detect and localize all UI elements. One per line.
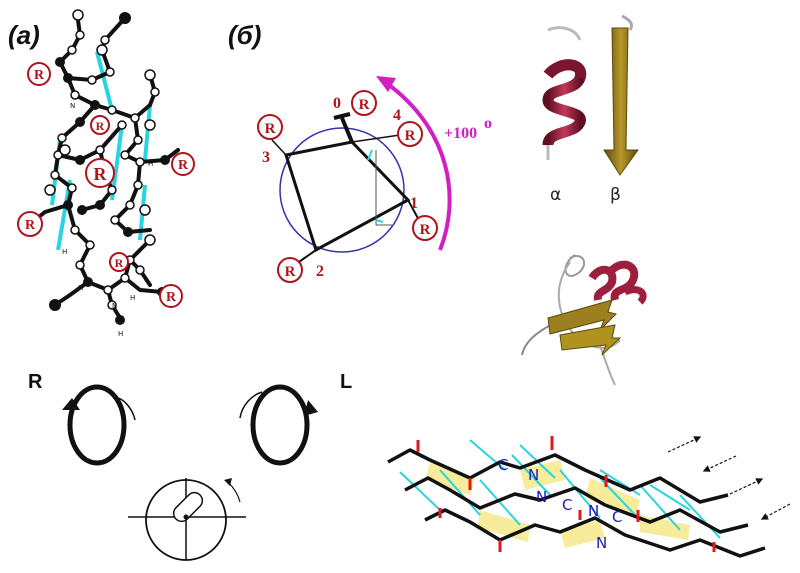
- svg-text:N: N: [70, 102, 75, 110]
- panel-a-helix-model: N H H N H H H R R R R: [17, 9, 195, 338]
- svg-text:R: R: [96, 119, 105, 133]
- wheel-number-1: 1: [410, 195, 418, 212]
- wheel-number-4: 4: [393, 107, 401, 124]
- svg-text:H: H: [130, 294, 135, 302]
- svg-text:R: R: [34, 68, 45, 83]
- svg-text:R: R: [405, 128, 416, 144]
- wheel-circle: [279, 127, 405, 253]
- residue-r-circle: R: [257, 114, 283, 140]
- left-handed-label: L: [340, 371, 352, 393]
- beta-sheet-diagram: C N N C N C N: [387, 436, 791, 558]
- residue-r-circle: R: [159, 284, 183, 308]
- residue-r-circle: R: [85, 158, 115, 188]
- rotation-degree: o: [484, 115, 492, 132]
- svg-text:H: H: [62, 248, 67, 256]
- residue-r-circle: R: [17, 211, 43, 237]
- right-hand-rotation-icon: [62, 384, 136, 466]
- svg-text:R: R: [285, 264, 296, 280]
- alpha-label: α: [550, 185, 561, 205]
- svg-text:H: H: [148, 160, 153, 168]
- rotation-angle-label: +100: [444, 125, 477, 142]
- residue-r-circle: R: [171, 152, 195, 176]
- residue-r-circle: R: [109, 252, 129, 272]
- left-hand-rotation-icon: [239, 384, 318, 466]
- rotation-arrow: [383, 80, 452, 251]
- panel-a-label: (a): [8, 20, 40, 50]
- wheel-number-2: 2: [316, 263, 324, 280]
- sheet-atom-c: C: [498, 456, 508, 474]
- panel-b-label: (б): [228, 20, 261, 50]
- protein-cartoon: [521, 254, 647, 386]
- sheet-atom-c: C: [612, 508, 622, 526]
- svg-text:R: R: [25, 218, 36, 233]
- alpha-helix-ribbon: [542, 26, 587, 160]
- rotation-dial-icon: [128, 478, 246, 561]
- sheet-atom-n: N: [528, 466, 539, 484]
- svg-text:R: R: [94, 164, 108, 184]
- wheel-number-0: 0: [333, 95, 341, 112]
- wheel-number-3: 3: [262, 149, 270, 166]
- residue-r-circle: R: [397, 121, 423, 147]
- wheel-square: [284, 140, 411, 253]
- svg-text:H: H: [118, 330, 123, 338]
- sheet-atom-n: N: [596, 534, 607, 552]
- svg-text:R: R: [178, 158, 189, 173]
- beta-strand-arrow: [603, 14, 639, 176]
- residue-r-circle: R: [90, 115, 110, 135]
- rotation-arrowhead: [376, 76, 396, 92]
- residue-r-circle: R: [27, 62, 51, 86]
- sheet-atom-n: N: [536, 488, 547, 506]
- svg-text:R: R: [115, 256, 124, 270]
- residue-r-circle: R: [277, 257, 303, 283]
- svg-text:R: R: [359, 97, 370, 113]
- sheet-atom-c: C: [562, 496, 572, 514]
- svg-text:R: R: [166, 290, 177, 305]
- atoms: [44, 9, 160, 310]
- beta-label: β: [610, 185, 621, 205]
- svg-text:N: N: [112, 302, 117, 310]
- svg-text:R: R: [420, 222, 431, 238]
- atom-letters: N H H N H H H: [62, 102, 153, 338]
- residue-r-circle: R: [412, 215, 438, 241]
- svg-text:R: R: [265, 121, 276, 137]
- residue-r-circle: R: [351, 90, 377, 116]
- svg-text:H: H: [78, 284, 83, 292]
- sheet-atom-n: N: [588, 502, 599, 520]
- right-handed-label: R: [28, 371, 43, 393]
- residue-markers-a: R R R R R R R: [17, 62, 195, 308]
- helical-wheel: R R R R R 0 1 2 3 4 +100 o: [257, 76, 492, 283]
